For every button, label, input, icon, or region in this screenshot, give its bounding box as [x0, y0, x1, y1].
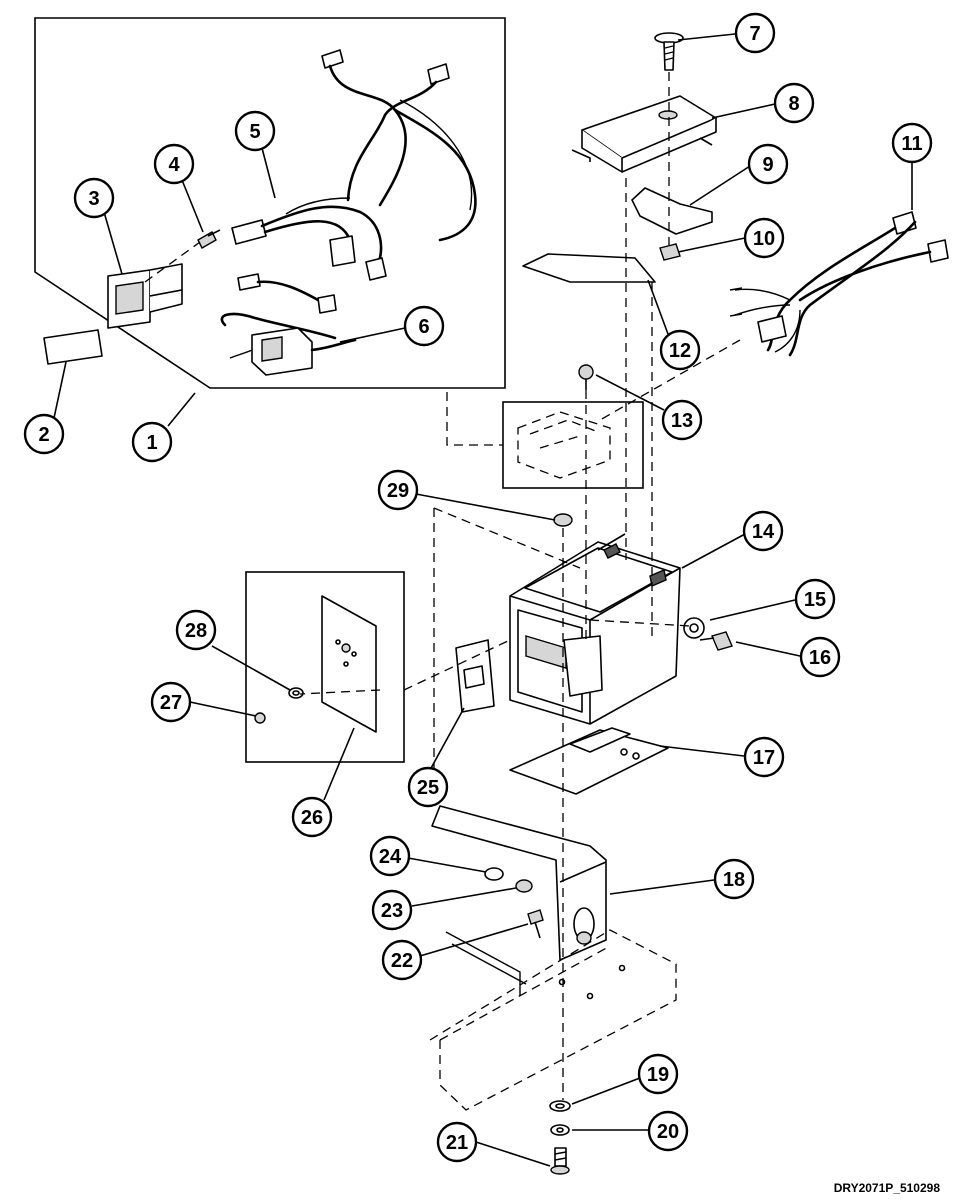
washer-19 — [549, 1100, 571, 1112]
callout-16: 16 — [799, 636, 841, 678]
svg-text:19: 19 — [647, 1064, 669, 1086]
svg-text:5: 5 — [249, 121, 260, 143]
callout-17: 17 — [743, 736, 785, 778]
panel-frame — [245, 571, 405, 763]
alignment-lines — [144, 72, 741, 1100]
top-screw — [654, 32, 684, 71]
svg-text:8: 8 — [788, 93, 799, 115]
base-plate-17 — [509, 727, 669, 795]
callout-27: 27 — [150, 681, 192, 723]
callout-3: 3 — [73, 177, 115, 219]
callout-2: 2 — [23, 413, 65, 455]
svg-text:29: 29 — [387, 480, 409, 502]
callout-29: 29 — [377, 469, 419, 511]
callout-11: 11 — [891, 122, 933, 164]
svg-text:3: 3 — [88, 188, 99, 210]
callout-13: 13 — [661, 399, 703, 441]
svg-text:11: 11 — [901, 133, 922, 155]
callout-18: 18 — [713, 858, 755, 900]
svg-text:9: 9 — [762, 154, 773, 176]
svg-text:22: 22 — [391, 950, 413, 972]
svg-text:6: 6 — [418, 316, 429, 338]
drawing-code-label: DRY2071P_510298 — [834, 1181, 941, 1195]
svg-text:23: 23 — [381, 900, 403, 922]
svg-text:21: 21 — [446, 1132, 468, 1154]
svg-text:2: 2 — [38, 424, 49, 446]
bolt-16 — [699, 631, 733, 651]
svg-text:16: 16 — [809, 647, 831, 669]
svg-text:25: 25 — [417, 777, 439, 799]
power-module — [220, 273, 357, 376]
machine-base — [429, 929, 677, 1111]
callout-6: 6 — [403, 305, 445, 347]
inset-detail — [502, 401, 644, 489]
callout-28: 28 — [175, 609, 217, 651]
wire-harness-5 — [231, 197, 387, 281]
star-washer-15 — [683, 617, 705, 639]
mounting-panel-26 — [321, 595, 377, 733]
label-card — [43, 329, 103, 365]
main-housing — [509, 533, 681, 725]
nut-24 — [484, 867, 504, 881]
washer-20 — [550, 1124, 570, 1136]
wire-bundle-top — [321, 49, 477, 242]
screw-27 — [254, 712, 266, 724]
svg-text:18: 18 — [723, 869, 745, 891]
window-label-25 — [455, 639, 495, 713]
svg-text:20: 20 — [657, 1121, 679, 1143]
wire-harness-11 — [729, 211, 949, 357]
callout-1: 1 — [131, 421, 173, 463]
svg-text:15: 15 — [804, 589, 826, 611]
nut-29 — [553, 513, 573, 527]
callout-10: 10 — [743, 217, 785, 259]
callout-8: 8 — [773, 82, 815, 124]
callout-26: 26 — [291, 796, 333, 838]
callout-24: 24 — [369, 835, 411, 877]
svg-text:26: 26 — [301, 807, 323, 829]
display-module — [107, 263, 183, 329]
callout-20: 20 — [647, 1110, 689, 1152]
svg-text:4: 4 — [168, 154, 180, 176]
bracket-9 — [631, 187, 713, 235]
callout-12: 12 — [659, 329, 701, 371]
callout-19: 19 — [637, 1053, 679, 1095]
callout-25: 25 — [407, 766, 449, 808]
svg-text:27: 27 — [160, 692, 182, 714]
callout-7: 7 — [734, 12, 776, 54]
bolt-21 — [550, 1147, 570, 1175]
nut-23 — [515, 879, 533, 893]
svg-text:28: 28 — [185, 620, 207, 642]
svg-text:24: 24 — [379, 846, 402, 868]
svg-text:12: 12 — [669, 340, 691, 362]
svg-text:1: 1 — [146, 432, 157, 454]
svg-text:7: 7 — [749, 23, 760, 45]
callout-9: 9 — [747, 143, 789, 185]
top-cover-8 — [571, 95, 717, 173]
callout-22: 22 — [381, 939, 423, 981]
screw-small — [197, 229, 221, 249]
svg-text:17: 17 — [753, 747, 775, 769]
screw-22 — [527, 909, 544, 939]
callout-23: 23 — [371, 889, 413, 931]
slanted-plate-12 — [522, 253, 656, 283]
callout-21: 21 — [436, 1121, 478, 1163]
svg-text:10: 10 — [753, 228, 775, 250]
clip-10 — [659, 243, 681, 261]
kit-frame — [34, 17, 506, 389]
callout-5: 5 — [234, 110, 276, 152]
svg-text:13: 13 — [671, 410, 693, 432]
leader-lines — [53, 33, 913, 1167]
callout-4: 4 — [153, 143, 195, 185]
svg-text:14: 14 — [752, 521, 775, 543]
callout-14: 14 — [742, 510, 784, 552]
callout-15: 15 — [794, 578, 836, 620]
screw-13 — [578, 364, 594, 390]
washer-28 — [288, 687, 304, 699]
